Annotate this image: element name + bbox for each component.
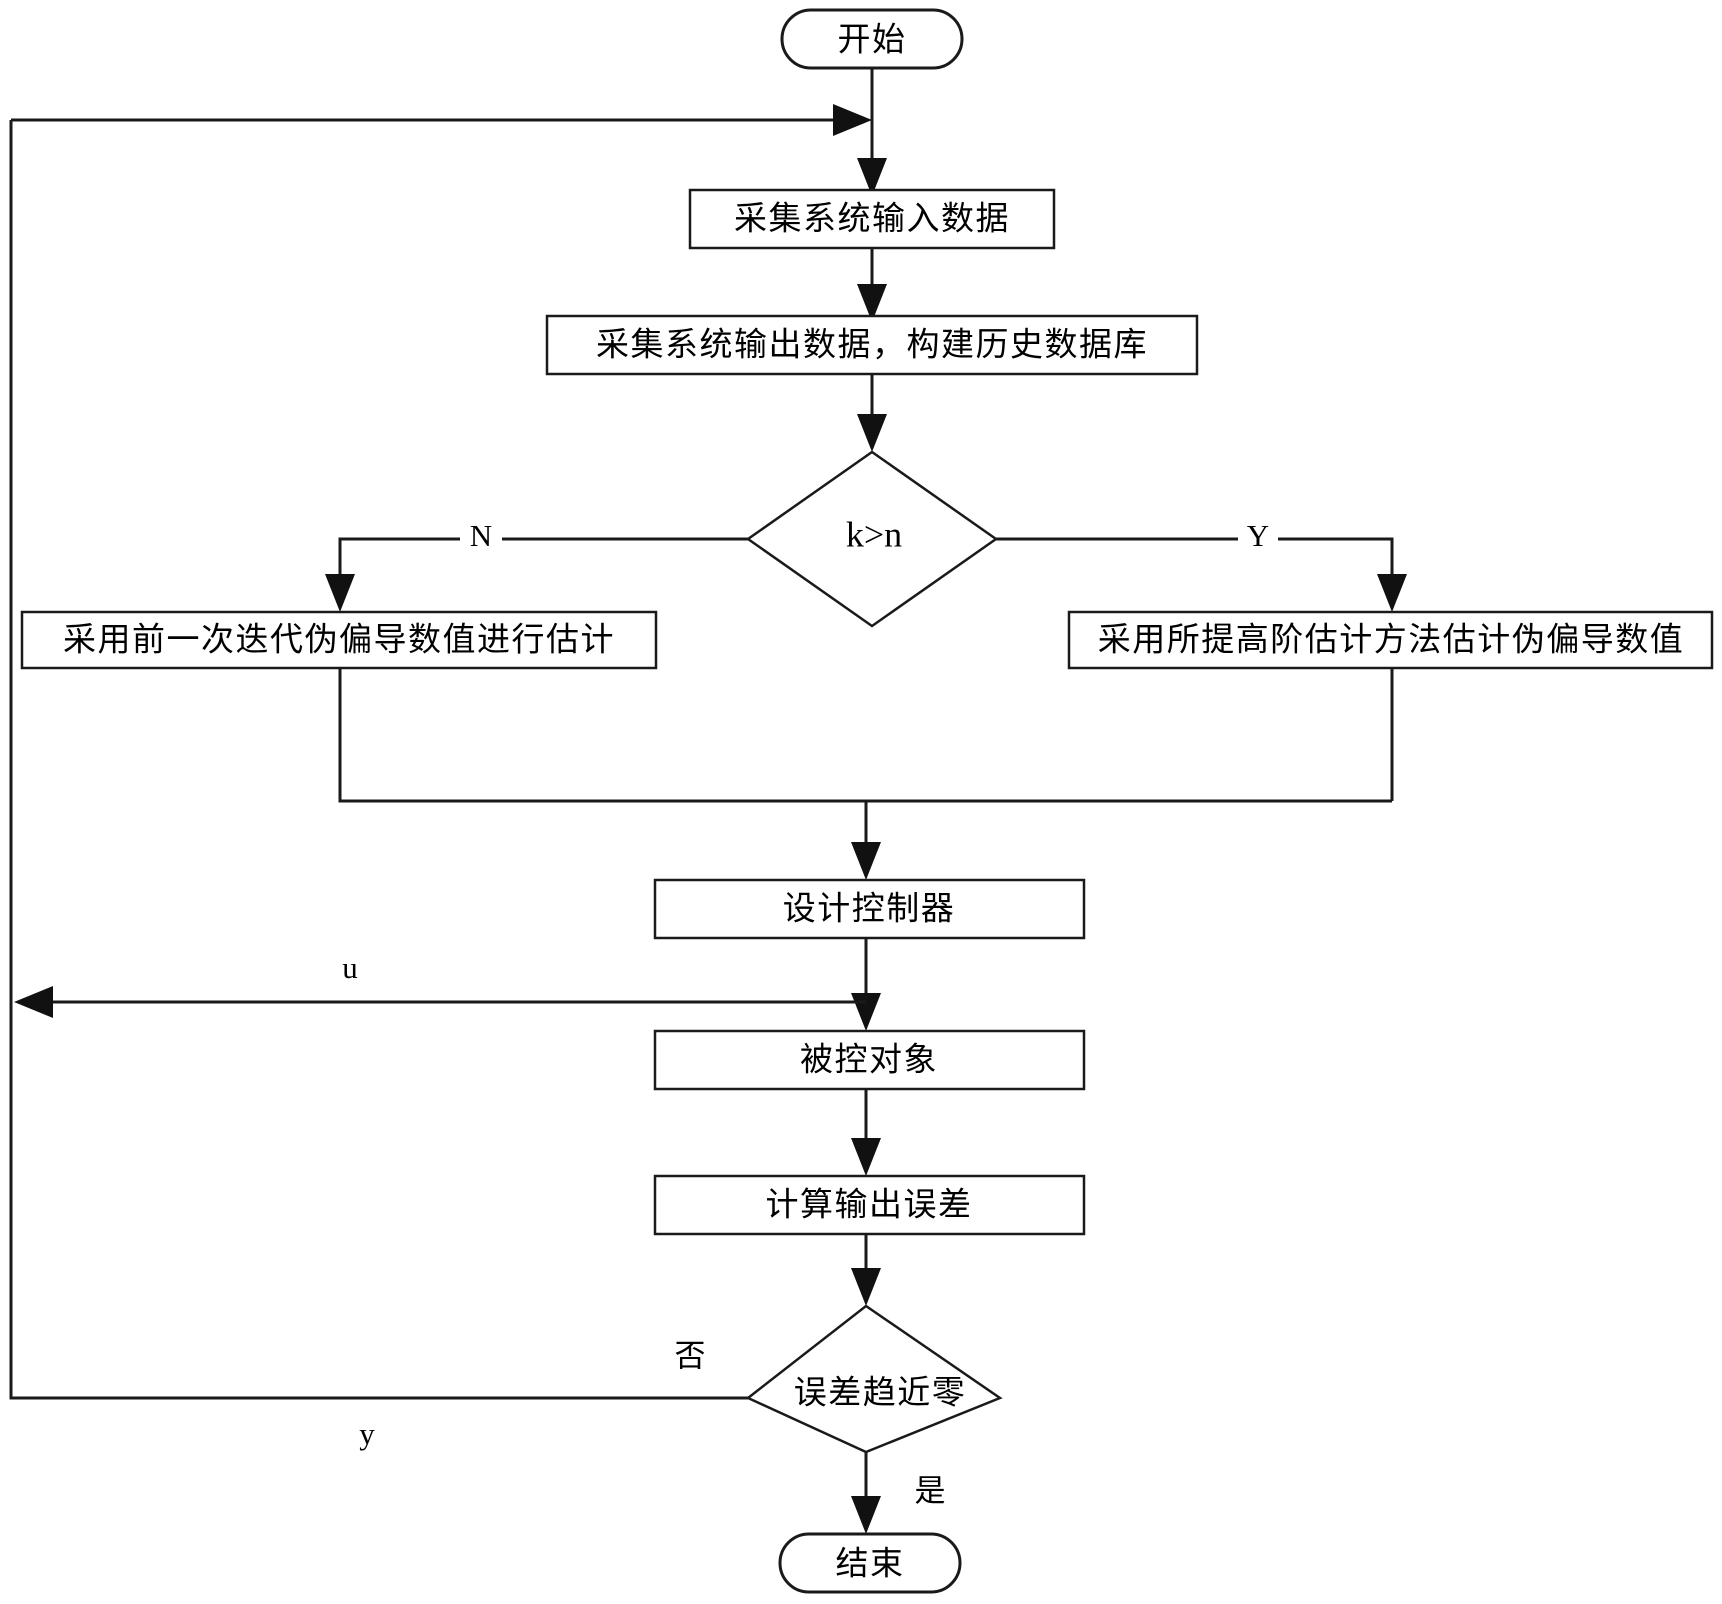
node-controlled-plant[interactable]: 被控对象 bbox=[653, 1029, 1086, 1091]
node-end[interactable]: 结束 bbox=[778, 1532, 962, 1594]
edge-label-error-no: 否 bbox=[675, 1339, 706, 1375]
edge-label-kn-yes: Y bbox=[1238, 518, 1278, 556]
node-decision-error[interactable]: 误差趋近零 bbox=[745, 1304, 1003, 1454]
node-collect-input-label: 采集系统输入数据 bbox=[734, 199, 1010, 238]
edge-design-controller-to-plant bbox=[851, 937, 881, 1031]
edge-start-to-collect-input bbox=[857, 66, 887, 196]
node-collect-output-label: 采集系统输出数据，构建历史数据库 bbox=[596, 325, 1148, 364]
node-start-label: 开始 bbox=[838, 20, 907, 59]
node-prev-iteration[interactable]: 采用前一次迭代伪偏导数值进行估计 bbox=[20, 610, 658, 670]
node-compute-error-label: 计算输出误差 bbox=[766, 1185, 973, 1224]
node-collect-output[interactable]: 采集系统输出数据，构建历史数据库 bbox=[545, 314, 1199, 376]
edge-label-output-signal: y bbox=[359, 1416, 375, 1451]
node-decision-error-label: 误差趋近零 bbox=[794, 1373, 967, 1412]
edge-decision-error-yes-to-end bbox=[851, 1451, 881, 1534]
edge-label-kn-yes-text: Y bbox=[1247, 518, 1269, 553]
node-end-label: 结束 bbox=[836, 1544, 905, 1583]
edge-label-control-signal: u bbox=[342, 950, 358, 985]
edge-compute-error-to-decision-error bbox=[851, 1233, 881, 1306]
node-collect-input[interactable]: 采集系统输入数据 bbox=[688, 188, 1056, 250]
edge-feedback-into-trunk bbox=[11, 104, 872, 136]
edge-label-error-yes: 是 bbox=[915, 1474, 946, 1510]
node-prev-iteration-label: 采用前一次迭代伪偏导数值进行估计 bbox=[63, 620, 615, 659]
node-controlled-plant-label: 被控对象 bbox=[800, 1040, 938, 1079]
edge-control-signal-u bbox=[14, 986, 866, 1018]
edge-plant-to-compute-error bbox=[851, 1088, 881, 1176]
edge-label-output-signal-text: y bbox=[359, 1416, 375, 1451]
edge-decision-error-no-loop bbox=[9, 120, 748, 1400]
edge-collect-input-to-collect-output bbox=[857, 247, 887, 322]
edge-label-error-yes-text: 是 bbox=[915, 1474, 946, 1510]
node-decision-kn-label: k>n bbox=[846, 514, 902, 554]
edge-prev-iteration-to-merge bbox=[338, 667, 1392, 803]
edge-label-control-signal-text: u bbox=[342, 950, 358, 985]
edge-label-error-no-text: 否 bbox=[675, 1339, 706, 1375]
edge-collect-output-to-decision-kn bbox=[857, 373, 887, 452]
node-design-controller[interactable]: 设计控制器 bbox=[653, 878, 1086, 940]
edge-label-kn-no-text: N bbox=[470, 518, 492, 553]
edge-decision-kn-no bbox=[325, 537, 748, 612]
edge-merge-to-design-controller bbox=[851, 801, 881, 880]
node-decision-kn[interactable]: k>n bbox=[745, 450, 999, 628]
edge-decision-kn-yes bbox=[996, 537, 1407, 612]
node-high-order[interactable]: 采用所提高阶估计方法估计伪偏导数值 bbox=[1067, 610, 1714, 670]
node-start[interactable]: 开始 bbox=[780, 8, 964, 70]
node-high-order-label: 采用所提高阶估计方法估计伪偏导数值 bbox=[1098, 620, 1685, 659]
edge-label-kn-no: N bbox=[460, 518, 502, 556]
node-compute-error[interactable]: 计算输出误差 bbox=[653, 1174, 1086, 1236]
node-design-controller-label: 设计控制器 bbox=[783, 889, 956, 928]
